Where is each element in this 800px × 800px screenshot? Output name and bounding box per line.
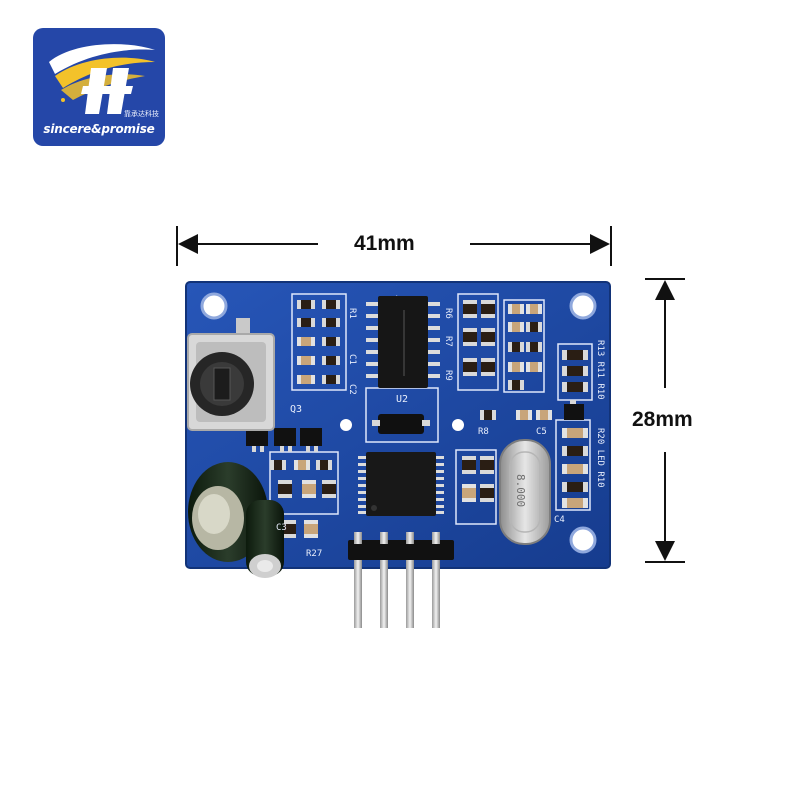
u2-transistor — [372, 414, 430, 434]
label-r6: R6 — [443, 308, 453, 319]
label-r8: R8 — [478, 427, 489, 437]
label-r13-r11-r10: R13 R11 R10 — [595, 340, 605, 400]
label-q3: Q3 — [290, 404, 302, 415]
label-r27: R27 — [306, 549, 322, 559]
label-r1: R1 — [347, 308, 357, 319]
logo-swoosh-icon — [49, 44, 155, 114]
smd-components-right — [462, 300, 588, 508]
electrolytic-capacitors — [188, 462, 284, 578]
brand-logo: 靠承达科技 sincere&promise — [33, 28, 165, 146]
crystal-marking: 8.000 — [514, 474, 527, 507]
height-dimension-line — [645, 278, 685, 563]
ic-top-soic — [366, 296, 440, 388]
height-dimension-label: 28mm — [632, 408, 693, 431]
width-dimension-label: 41mm — [354, 232, 415, 255]
smd-components-lower-left — [246, 428, 336, 538]
ic-main-ssop — [358, 452, 444, 516]
label-c5: C5 — [536, 427, 547, 437]
label-c4: C4 — [554, 515, 565, 525]
label-c1: C1 — [347, 354, 357, 365]
logo-brand-text: sincere&promise — [43, 122, 155, 136]
smd-components-left — [297, 300, 340, 384]
label-r7: R7 — [443, 336, 453, 347]
logo-chinese-text: 靠承达科技 — [124, 110, 159, 118]
label-r20-led-r10: R20 LED R10 — [595, 428, 605, 488]
label-u2: U2 — [396, 394, 408, 405]
silkscreen-labels: U2 Q3 C1 C2 C3 C4 C5 R1 R6 R7 R8 R9 R13 … — [276, 308, 605, 559]
transformer-coil — [187, 318, 275, 431]
label-r9: R9 — [443, 370, 453, 381]
pin-header — [348, 532, 454, 628]
crystal-oscillator — [499, 439, 551, 545]
label-c2: C2 — [347, 384, 357, 395]
width-dimension-line — [176, 226, 612, 266]
label-c3: C3 — [276, 523, 287, 533]
